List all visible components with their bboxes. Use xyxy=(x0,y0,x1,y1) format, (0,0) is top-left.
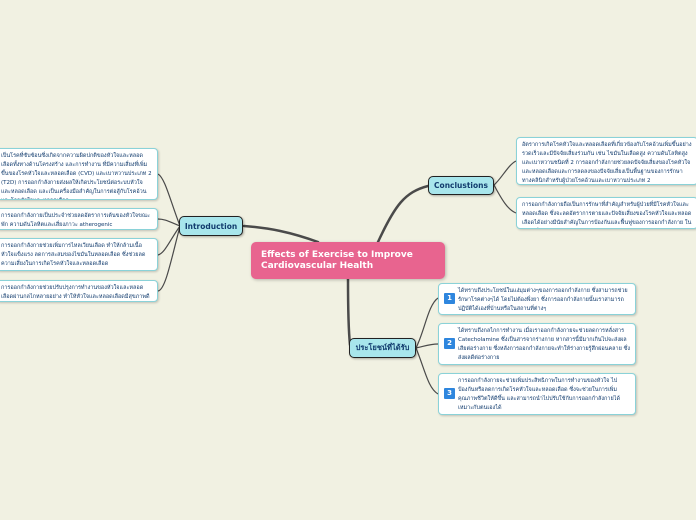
benefit-item-2[interactable]: 2 ได้ทราบถึงกลไกการทำงาน เมื่อเราออกกำลั… xyxy=(438,323,636,365)
number-1-icon: 1 xyxy=(444,293,455,304)
benefit-text-3: การออกกำลังกายจะช่วยเพิ่มประสิทธิภาพในกา… xyxy=(458,378,621,411)
intro-item-2[interactable]: การออกกำลังกายเป็นประจำช่วยลดอัตราการเต้… xyxy=(0,208,158,230)
benefit-text-1: ได้ทราบถึงประโยชน์ในแง่มุมต่างๆของการออก… xyxy=(458,288,628,312)
conclusion-item-1[interactable]: อัตราการเกิดโรคหัวใจและหลอดเลือดที่เกี่ย… xyxy=(516,137,696,185)
benefit-item-1[interactable]: 1 ได้ทราบถึงประโยชน์ในแง่มุมต่างๆของการอ… xyxy=(438,283,636,315)
benefit-text-2: ได้ทราบถึงกลไกการทำงาน เมื่อเราออกกำลังก… xyxy=(458,328,631,361)
number-3-icon: 3 xyxy=(444,388,455,399)
topic-conclusions[interactable]: Conclustions xyxy=(428,176,494,195)
topic-benefits[interactable]: ประโยชน์ที่ได้รับ xyxy=(349,338,416,358)
intro-item-1[interactable]: เป็นโรคที่ซับซ้อนซึ่งเกิดจากความผิดปกติข… xyxy=(0,148,158,200)
intro-item-4[interactable]: การออกกำลังกายช่วยปรับปรุงการทำงานของหัว… xyxy=(0,280,158,302)
topic-introduction[interactable]: Introduction xyxy=(179,216,243,236)
number-2-icon: 2 xyxy=(444,338,455,349)
benefit-item-3[interactable]: 3 การออกกำลังกายจะช่วยเพิ่มประสิทธิภาพใน… xyxy=(438,373,636,415)
intro-item-3[interactable]: การออกกำลังกายช่วยเพิ่มการไหลเวียนเลือด … xyxy=(0,238,158,271)
conclusion-item-2[interactable]: การออกกำลังกายถือเป็นการรักษาที่สำคัญสำห… xyxy=(516,197,696,229)
central-topic[interactable]: Effects of Exercise to Improve Cardiovas… xyxy=(251,242,445,279)
